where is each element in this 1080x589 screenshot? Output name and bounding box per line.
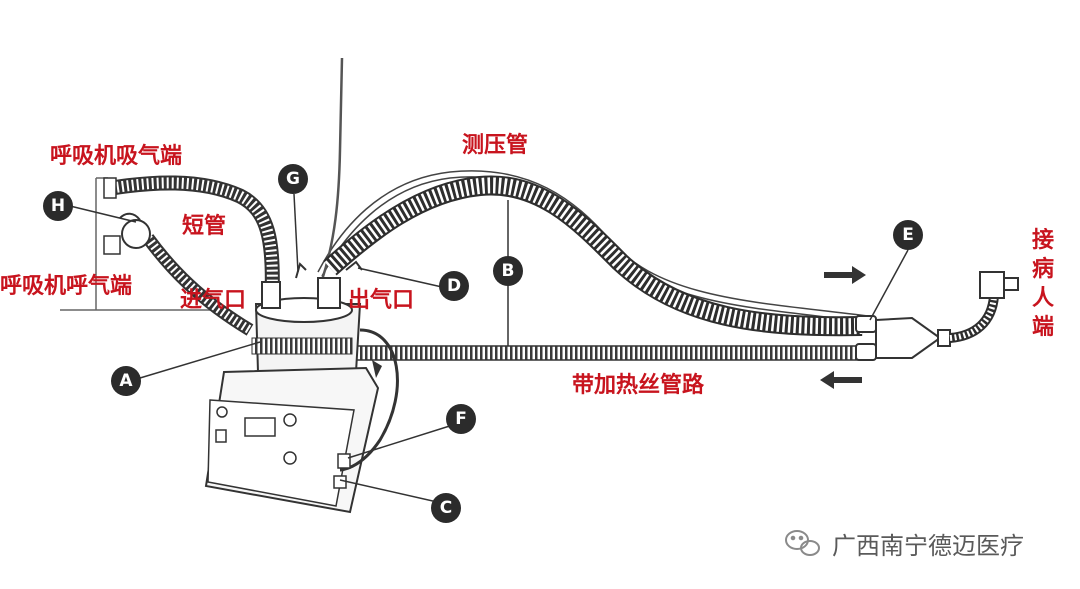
marker-a: A bbox=[111, 366, 141, 396]
flow-arrow-left-icon bbox=[820, 371, 862, 389]
label-ventilator-outlet: 呼吸机呼气端 bbox=[0, 274, 133, 299]
watermark-text: 广西南宁德迈医疗 bbox=[832, 532, 1024, 560]
label-heated-circuit: 带加热丝管路 bbox=[572, 373, 705, 398]
marker-e: E bbox=[893, 220, 923, 250]
label-ventilator-inlet: 呼吸机吸气端 bbox=[50, 144, 183, 169]
humidifier-unit bbox=[204, 260, 399, 514]
flow-arrow-right-icon bbox=[824, 266, 866, 284]
marker-c: C bbox=[431, 493, 461, 523]
y-piece bbox=[855, 271, 1019, 361]
short-tube bbox=[103, 175, 280, 297]
marker-d: D bbox=[439, 271, 469, 301]
expiratory-hose bbox=[103, 212, 254, 336]
label-inlet-port: 进气口 bbox=[180, 288, 247, 313]
watermark: 广西南宁德迈医疗 bbox=[790, 526, 1024, 561]
label-pressure-tube: 测压管 bbox=[462, 133, 529, 158]
marker-f: F bbox=[446, 404, 476, 434]
heated-circuit-hose bbox=[344, 345, 861, 361]
marker-h: H bbox=[43, 191, 73, 221]
label-outlet-port: 出气口 bbox=[348, 288, 415, 313]
marker-g: G bbox=[278, 164, 308, 194]
label-patient-end: 接病人端 bbox=[1031, 228, 1054, 340]
sensor-wire bbox=[320, 57, 344, 281]
marker-b: B bbox=[493, 256, 523, 286]
inspiratory-hose bbox=[323, 175, 863, 337]
label-short-tube: 短管 bbox=[182, 214, 227, 239]
wechat-icon bbox=[785, 530, 820, 556]
